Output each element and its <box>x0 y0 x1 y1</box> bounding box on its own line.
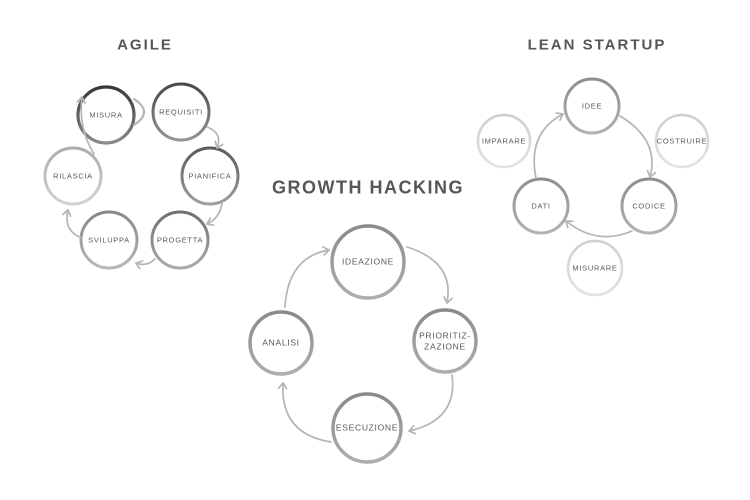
growth-node-ideazione-circle <box>330 224 406 300</box>
growth-node-ideazione-label: IDEAZIONE <box>341 256 395 267</box>
lean-node-misurare-circle <box>566 239 624 297</box>
agile-arrow-requisiti-to-pianifica <box>206 126 224 149</box>
agile-node-requisiti-label: REQUISITI <box>159 107 203 117</box>
agile-diagram <box>43 82 240 270</box>
agile-node-requisiti-circle <box>151 82 211 142</box>
agile-node-progetta-circle <box>150 210 210 270</box>
lean-node-idee-label: IDEE <box>581 101 603 111</box>
agile-node-pianifica-circle <box>180 146 240 206</box>
lean-node-misurare-label: MISURARE <box>572 263 618 273</box>
agile-title: AGILE <box>117 36 173 54</box>
lean-startup-diagram <box>476 77 710 297</box>
lean-node-costruire-label: COSTRUIRE <box>656 136 708 146</box>
growth-node-prioritizzazione-label: PRIORITIZ- ZAZIONE <box>419 330 471 351</box>
growth-arrow-prioritizzazione-to-esecuzione <box>408 374 454 435</box>
growth-node-analisi-circle <box>248 310 314 376</box>
lean-arrow-codice-to-dati <box>565 220 633 238</box>
growth-arrow-analisi-to-ideazione <box>284 246 330 308</box>
growth-node-prioritizzazione-circle <box>412 308 478 374</box>
growth-node-analisi-label: ANALISI <box>262 337 300 348</box>
lean-node-imparare-circle <box>476 113 532 169</box>
lean-node-costruire-circle <box>654 113 710 169</box>
agile-arrow-misura-to-requisiti <box>132 97 146 127</box>
growth-node-esecuzione-circle <box>331 392 403 464</box>
agile-arrow-rilascia-to-misura <box>76 96 95 155</box>
agile-node-rilascia-label: RILASCIA <box>53 171 93 181</box>
growth-node-esecuzione-label: ESECUZIONE <box>335 422 399 433</box>
lean-node-codice-label: CODICE <box>632 201 666 211</box>
agile-arrow-sviluppa-to-rilascia <box>61 209 83 239</box>
lean-node-imparare-label: IMPARARE <box>481 136 527 146</box>
lean-node-dati-label: DATI <box>531 201 551 211</box>
lean-arrow-idee-to-codice <box>619 115 657 178</box>
growth-arrow-esecuzione-to-analisi <box>277 382 332 443</box>
lean-node-dati-circle <box>512 177 570 235</box>
growth-hacking-diagram <box>248 224 478 464</box>
agile-node-sviluppa-circle <box>79 210 139 270</box>
agile-arrow-pianifica-to-progetta <box>206 202 223 227</box>
agile-node-progetta-label: PROGETTA <box>156 235 204 245</box>
agile-node-misura-label: MISURA <box>89 110 123 120</box>
lean-arrow-dati-to-idee <box>533 112 564 179</box>
lean-node-codice-circle <box>620 177 678 235</box>
lean-startup-title: LEAN STARTUP <box>527 36 667 54</box>
agile-node-pianifica-label: PIANIFICA <box>188 171 232 181</box>
lean-node-idee-circle <box>563 77 621 135</box>
agile-node-rilascia-circle <box>43 146 103 206</box>
agile-node-sviluppa-label: SVILUPPA <box>88 235 130 245</box>
growth-hacking-title: GROWTH HACKING <box>272 177 464 198</box>
agile-arrow-progetta-to-sviluppa <box>135 258 156 270</box>
growth-arrow-ideazione-to-prioritizzazione <box>406 246 453 304</box>
agile-node-misura-circle <box>76 85 136 145</box>
